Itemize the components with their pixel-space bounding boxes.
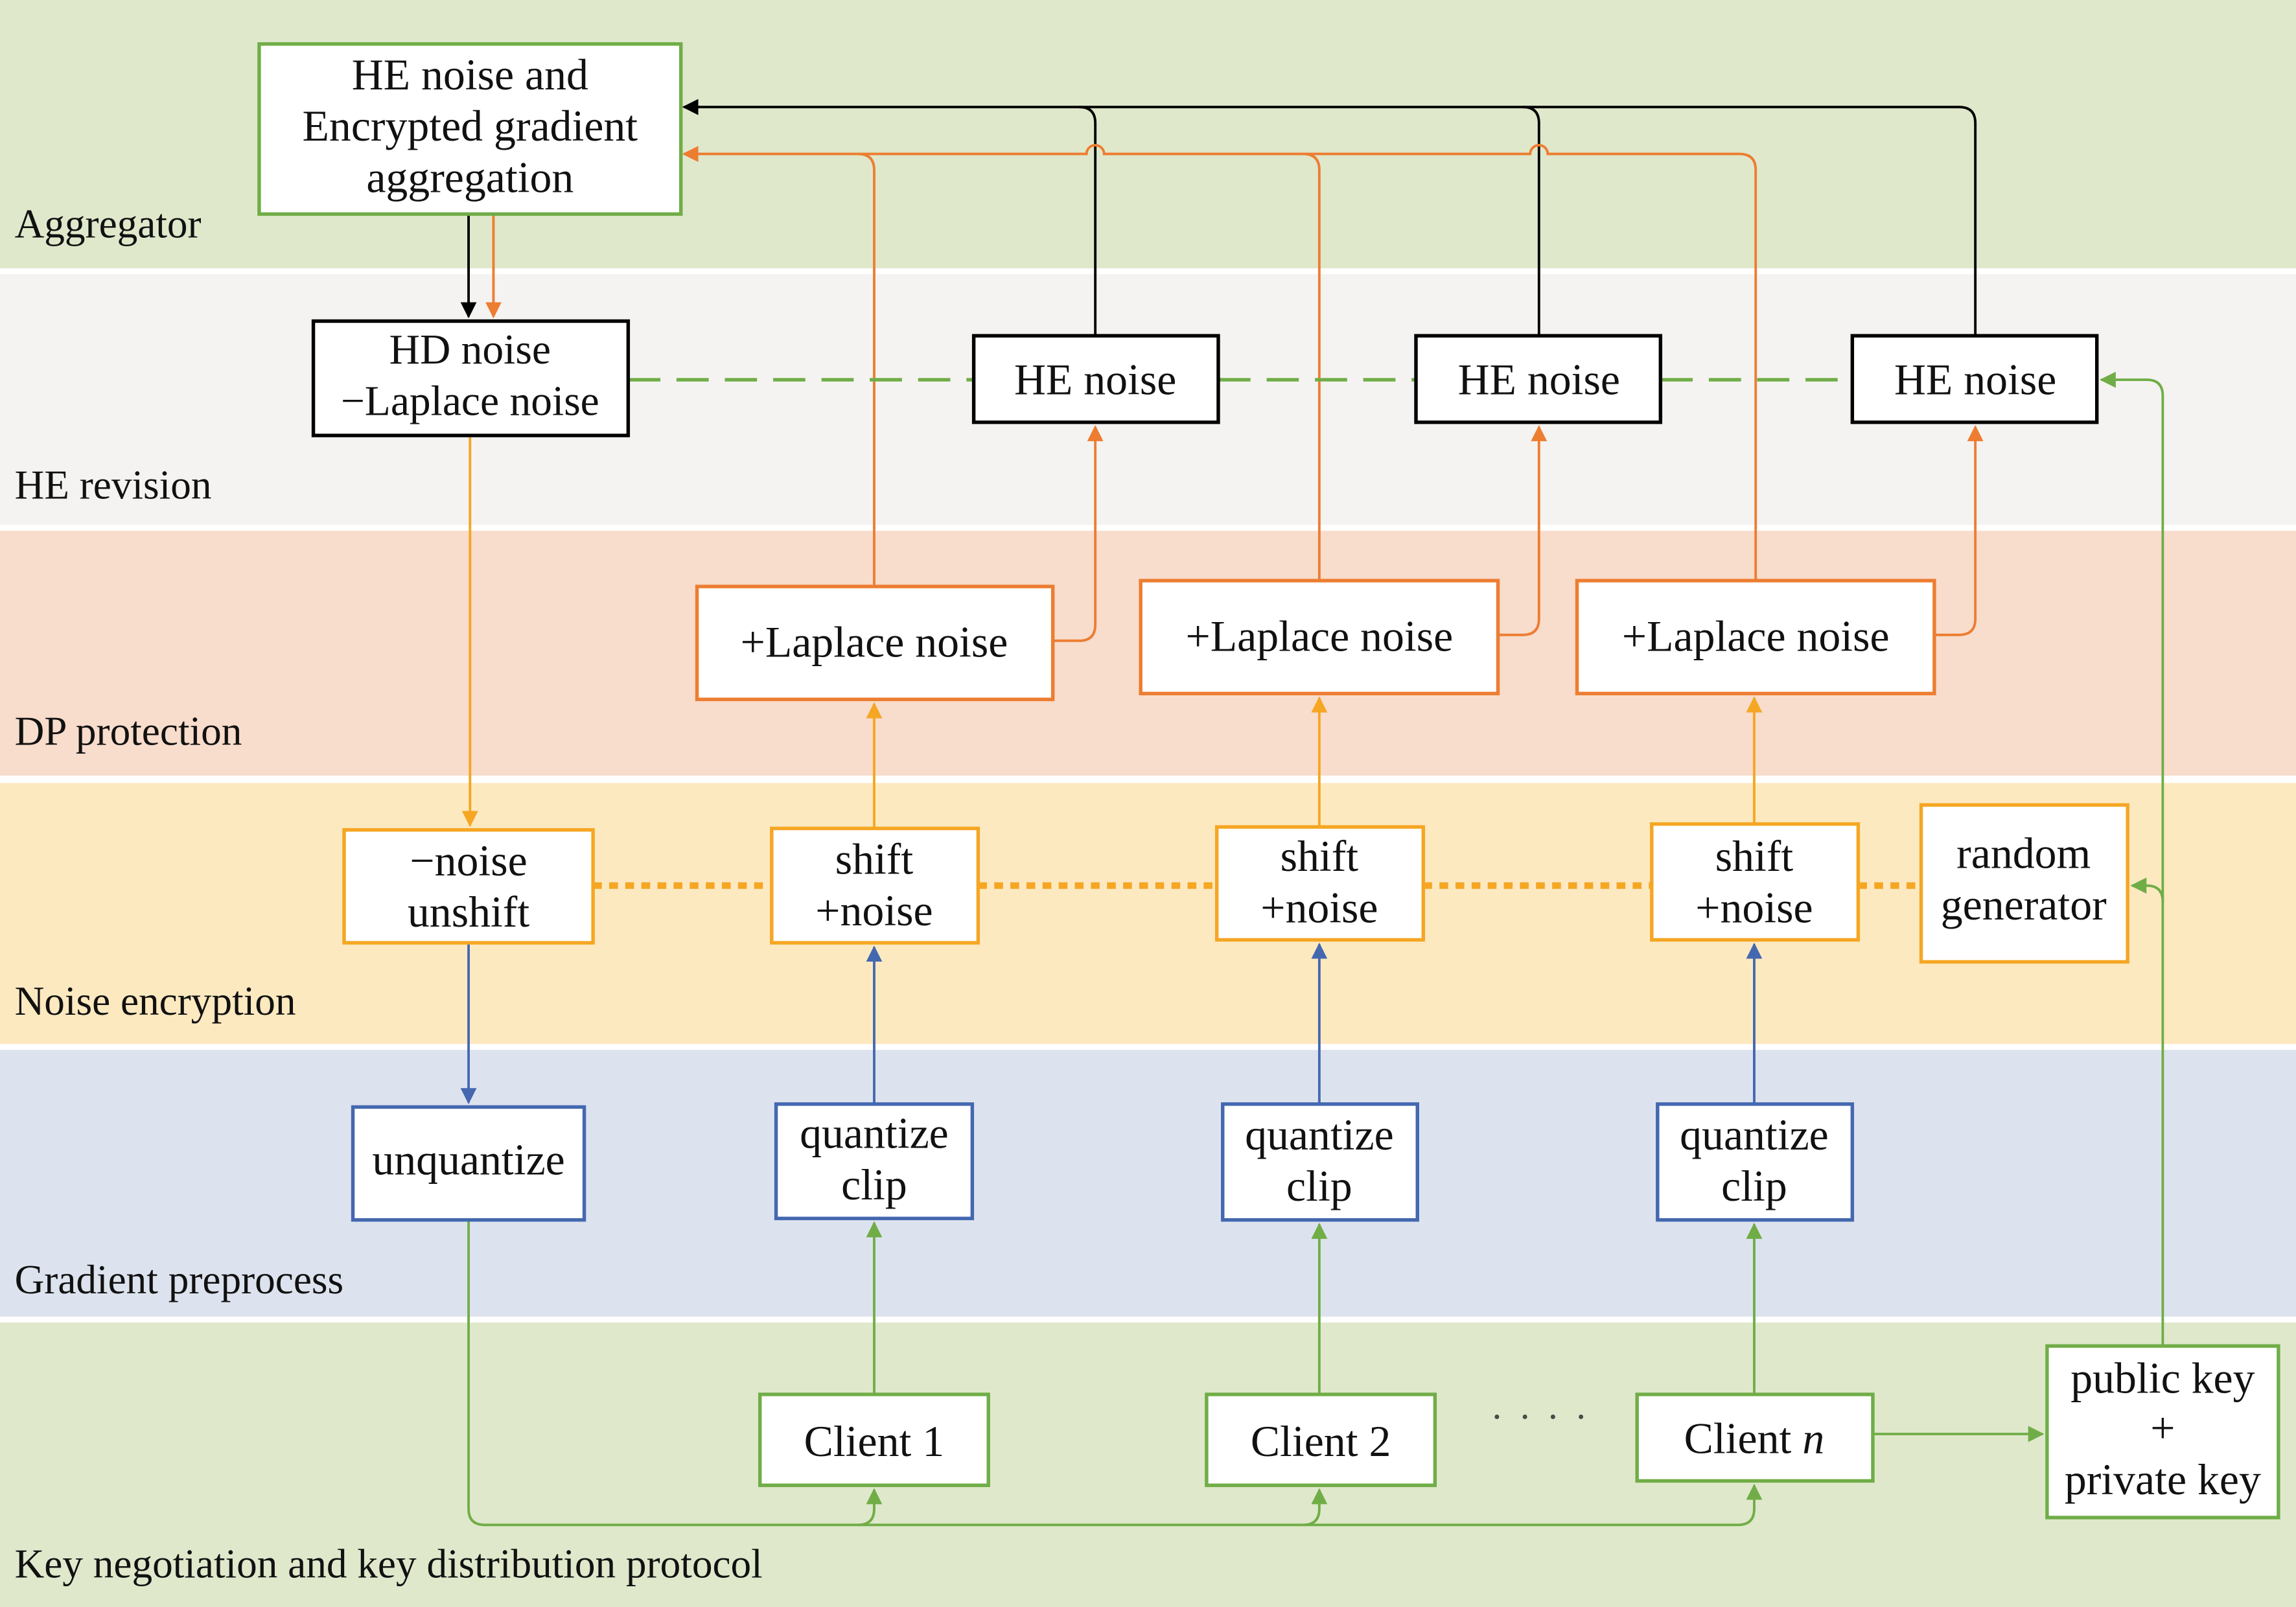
shift-1-line-2: +noise: [815, 886, 933, 935]
client-box-1: Client 1: [758, 1393, 990, 1487]
band-label-dp-protection: DP protection: [15, 708, 242, 754]
arrow-he-noise-3-to-aggregator: [682, 98, 1977, 336]
line-he-noise-2-to-aggregator: [1522, 106, 1540, 336]
shift-2-line-1: shift: [1281, 832, 1359, 881]
quantize-box-2: quantize clip: [1221, 1102, 1419, 1222]
he-noise-box-3: HE noise: [1850, 334, 2099, 424]
connectors: [460, 98, 2164, 1527]
key-box-line-3: private key: [2065, 1455, 2261, 1504]
quantize-3-line-1: quantize: [1680, 1111, 1829, 1159]
unquantize-label: unquantize: [372, 1135, 564, 1184]
arrow-laplace-2-to-he-noise-2: [1498, 424, 1548, 636]
key-box-line-2: +: [2150, 1404, 2175, 1453]
band-label-key-protocol: Key negotiation and key distribution pro…: [15, 1542, 763, 1587]
unquantize-box: unquantize: [351, 1105, 586, 1222]
unshift-line-1: −noise: [410, 837, 527, 885]
arrow-laplace-1-to-he-noise-1: [1052, 424, 1104, 642]
unshift-box: −noise unshift: [342, 828, 595, 945]
laplace-box-2: +Laplace noise: [1139, 579, 1500, 696]
shift-3-line-2: +noise: [1695, 883, 1813, 932]
he-noise-label-1: HE noise: [1014, 356, 1176, 404]
laplace-box-3: +Laplace noise: [1575, 579, 1936, 696]
shift-box-3: shift +noise: [1650, 822, 1861, 942]
aggregator-box: HE noise and Encrypted gradient aggregat…: [257, 42, 683, 216]
laplace-label-3: +Laplace noise: [1622, 612, 1890, 661]
random-generator-line-2: generator: [1941, 881, 2107, 929]
client-box-n: Client n: [1635, 1393, 1875, 1483]
he-noise-box-2: HE noise: [1414, 334, 1663, 424]
random-generator-line-1: random: [1956, 829, 2091, 878]
band-key-protocol: [0, 1323, 2296, 1607]
band-label-gradient-preprocess: Gradient preprocess: [15, 1257, 344, 1302]
laplace-box-1: +Laplace noise: [695, 584, 1055, 702]
client-box-2: Client 2: [1205, 1393, 1437, 1487]
quantize-box-1: quantize clip: [774, 1102, 975, 1221]
arrow-bus-to-client-2: [1303, 1488, 1328, 1527]
arrow-laplace-3-to-aggregator: [682, 144, 1757, 587]
arrow-key-box-to-random-generator: [2130, 877, 2164, 902]
client-n-label: Client n: [1684, 1414, 1825, 1462]
laplace-label-1: +Laplace noise: [741, 618, 1008, 667]
arrow-unquantize-to-client-n: [467, 1220, 1763, 1527]
unshift-line-2: unshift: [408, 888, 529, 936]
client-1-label: Client 1: [804, 1417, 945, 1466]
quantize-1-line-1: quantize: [800, 1109, 949, 1158]
he-noise-box-1: HE noise: [971, 334, 1220, 424]
shift-1-line-1: shift: [835, 835, 914, 884]
quantize-box-3: quantize clip: [1656, 1102, 1855, 1222]
band-label-aggregator: Aggregator: [15, 202, 202, 247]
quantize-2-line-1: quantize: [1245, 1111, 1394, 1159]
key-box: public key + private key: [2045, 1344, 2280, 1520]
band-label-noise-encryption: Noise encryption: [15, 978, 296, 1024]
aggregator-line-3: aggregation: [366, 153, 574, 202]
line-laplace-1-to-aggregator: [858, 152, 875, 587]
he-noise-label-2: HE noise: [1458, 356, 1620, 404]
band-label-he-revision: HE revision: [15, 462, 212, 507]
shift-box-2: shift +noise: [1214, 825, 1426, 942]
aggregator-line-1: HE noise and: [352, 51, 588, 99]
key-box-line-1: public key: [2070, 1354, 2255, 1403]
laplace-label-2: +Laplace noise: [1186, 612, 1454, 661]
hd-noise-box: HD noise −Laplace noise: [311, 319, 631, 437]
band-gradient-preprocess: [0, 1050, 2296, 1317]
arrow-bus-to-client-1: [858, 1488, 883, 1527]
line-laplace-2-to-aggregator: [1303, 152, 1321, 581]
shift-3-line-1: shift: [1715, 832, 1794, 881]
line-he-noise-1-to-aggregator: [1079, 106, 1097, 336]
random-generator-box: random generator: [1919, 803, 2129, 964]
arrow-key-box-to-he-noise-3: [2099, 371, 2164, 1347]
quantize-2-line-2: clip: [1286, 1162, 1352, 1210]
hd-noise-line-2: −Laplace noise: [341, 378, 599, 424]
aggregator-line-2: Encrypted gradient: [303, 102, 638, 150]
quantize-3-line-2: clip: [1721, 1162, 1787, 1210]
shift-2-line-2: +noise: [1260, 883, 1378, 932]
client-2-label: Client 2: [1251, 1417, 1391, 1466]
shift-box-1: shift +noise: [770, 826, 980, 945]
quantize-1-line-2: clip: [841, 1161, 907, 1209]
he-noise-label-3: HE noise: [1894, 356, 2056, 404]
hd-noise-line-1: HD noise: [389, 327, 551, 373]
arrow-laplace-3-to-he-noise-3: [1934, 424, 1984, 636]
clients-ellipsis: · · · ·: [1490, 1396, 1590, 1438]
